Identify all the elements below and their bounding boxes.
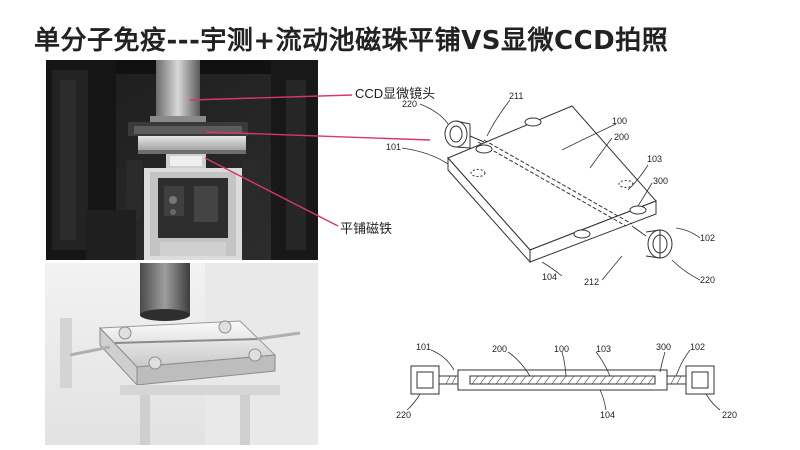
iso-label-101: 101 [386, 142, 401, 152]
iso-label-103: 103 [647, 154, 662, 164]
iso-label-212: 212 [584, 277, 599, 287]
callout-ccd-lens-label: CCD显微镜头 [355, 86, 435, 101]
side-label-220-left: 220 [396, 410, 411, 420]
iso-label-102: 102 [700, 233, 715, 243]
isometric-labels: 220 211 100 200 101 103 300 102 104 212 … [386, 91, 715, 287]
callout-tiled-magnet-label: 平铺磁铁 [340, 221, 392, 236]
side-label-100: 100 [554, 344, 569, 354]
side-label-200: 200 [492, 344, 507, 354]
isometric-drawing [444, 105, 673, 264]
iso-label-104: 104 [542, 272, 557, 282]
side-label-101: 101 [416, 342, 431, 352]
side-label-220-right: 220 [722, 410, 737, 420]
side-label-300: 300 [656, 342, 671, 352]
isometric-leaders [401, 99, 701, 281]
iso-label-100: 100 [612, 116, 627, 126]
side-view-labels: 101 200 100 103 300 102 220 104 220 [396, 342, 737, 420]
side-label-103: 103 [596, 344, 611, 354]
side-view-leaders [406, 349, 721, 411]
side-label-102: 102 [690, 342, 705, 352]
side-label-104: 104 [600, 410, 615, 420]
iso-label-220-bottom: 220 [700, 275, 715, 285]
side-view-hatching [445, 375, 682, 385]
iso-label-211: 211 [509, 91, 523, 101]
instrument-photo-illustration [46, 60, 318, 260]
flow-cell-render [45, 263, 318, 445]
flow-cell-render-illustration [45, 263, 318, 445]
instrument-photo [46, 60, 318, 260]
iso-label-200: 200 [614, 132, 629, 142]
iso-label-220-top: 220 [402, 99, 417, 109]
side-view-drawing [410, 365, 715, 395]
iso-label-300: 300 [653, 176, 668, 186]
page-title: 单分子免疫---宇测+流动池磁珠平铺VS显微CCD拍照 [34, 26, 669, 56]
